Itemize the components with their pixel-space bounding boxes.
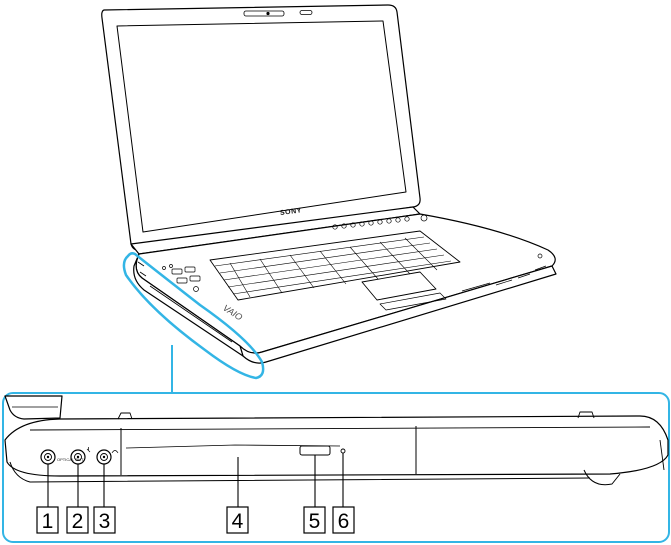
callout-4: 4 — [226, 506, 249, 534]
side-view-illustration — [4, 395, 669, 486]
callout-number-1: 1 — [42, 510, 54, 533]
callout-3: 3 — [93, 506, 116, 534]
base-drive-slot — [149, 285, 233, 343]
side-drive-outline — [120, 426, 417, 475]
side-foot — [583, 469, 621, 486]
side-lid — [4, 395, 63, 420]
highlight-ellipse — [122, 252, 265, 380]
side-underside — [9, 461, 591, 483]
callout-number-2: 2 — [72, 510, 84, 533]
webcam-icon — [243, 10, 313, 17]
touchpad-buttons — [379, 292, 447, 311]
callout-number-5: 5 — [309, 510, 321, 533]
media-buttons — [332, 214, 428, 230]
detail-panel — [2, 392, 670, 543]
laptop-illustration: SONY — [101, 4, 557, 364]
keyboard-keys — [214, 236, 452, 298]
callout-5: 5 — [303, 506, 326, 534]
callout-1: 1 — [36, 506, 59, 534]
microphone-icon — [86, 447, 91, 453]
callout-6: 6 — [332, 506, 355, 534]
deck-left-buttons — [162, 264, 201, 292]
callout-number-6: 6 — [338, 510, 350, 533]
base-side-jacks — [137, 261, 147, 277]
base-right-ports — [461, 253, 547, 292]
laptop-touchpad — [361, 271, 437, 301]
callout-number-4: 4 — [232, 510, 244, 533]
callout-number-3: 3 — [99, 510, 111, 533]
leader-lines — [47, 453, 344, 507]
laptop-screen — [116, 20, 407, 233]
callout-2: 2 — [66, 506, 89, 534]
optical-out-port-label: OPTICAL OUT — [57, 457, 84, 462]
headphones-icon — [111, 450, 119, 454]
laptop-logo: SONY — [280, 207, 303, 217]
